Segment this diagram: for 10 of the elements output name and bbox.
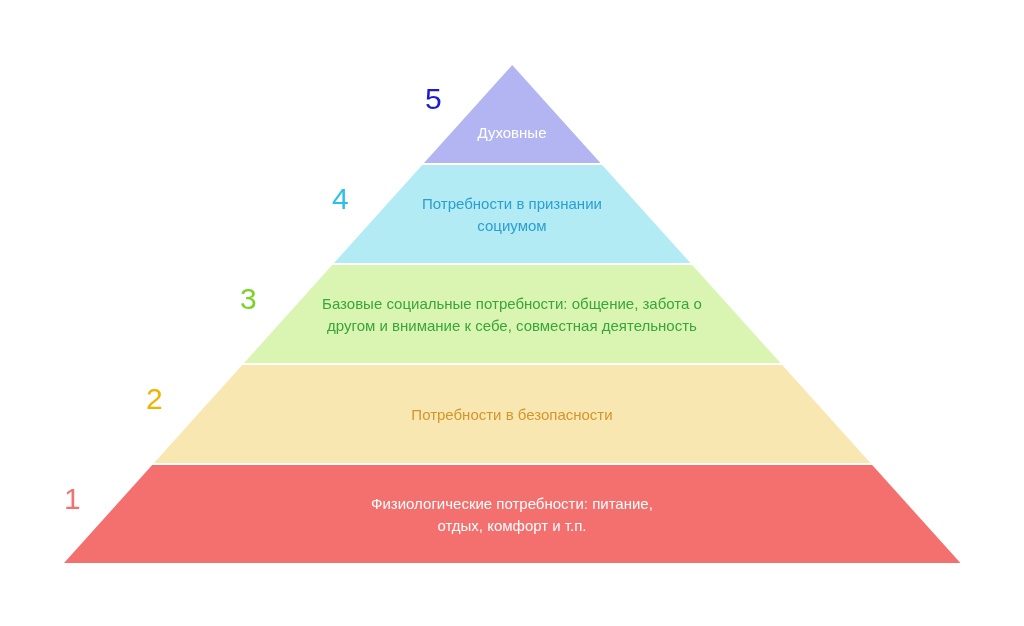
tier-number: 1 — [64, 483, 81, 515]
tier-label: Физиологические потребности: питание, отдых, комфорт и т.п. — [370, 494, 654, 536]
tier-label: Потребности в признании социумом — [421, 194, 603, 236]
tier-number: 2 — [146, 383, 163, 415]
tier-number: 5 — [425, 83, 442, 115]
tier-number: 4 — [332, 183, 349, 215]
tier-label: Потребности в безопасности — [410, 405, 614, 425]
tier-number: 3 — [240, 283, 257, 315]
tier-label: Базовые социальные потребности: общение, забота о другом и внимание к себе, совместная деятельность — [322, 294, 702, 336]
tier-label: Духовные — [476, 123, 548, 143]
